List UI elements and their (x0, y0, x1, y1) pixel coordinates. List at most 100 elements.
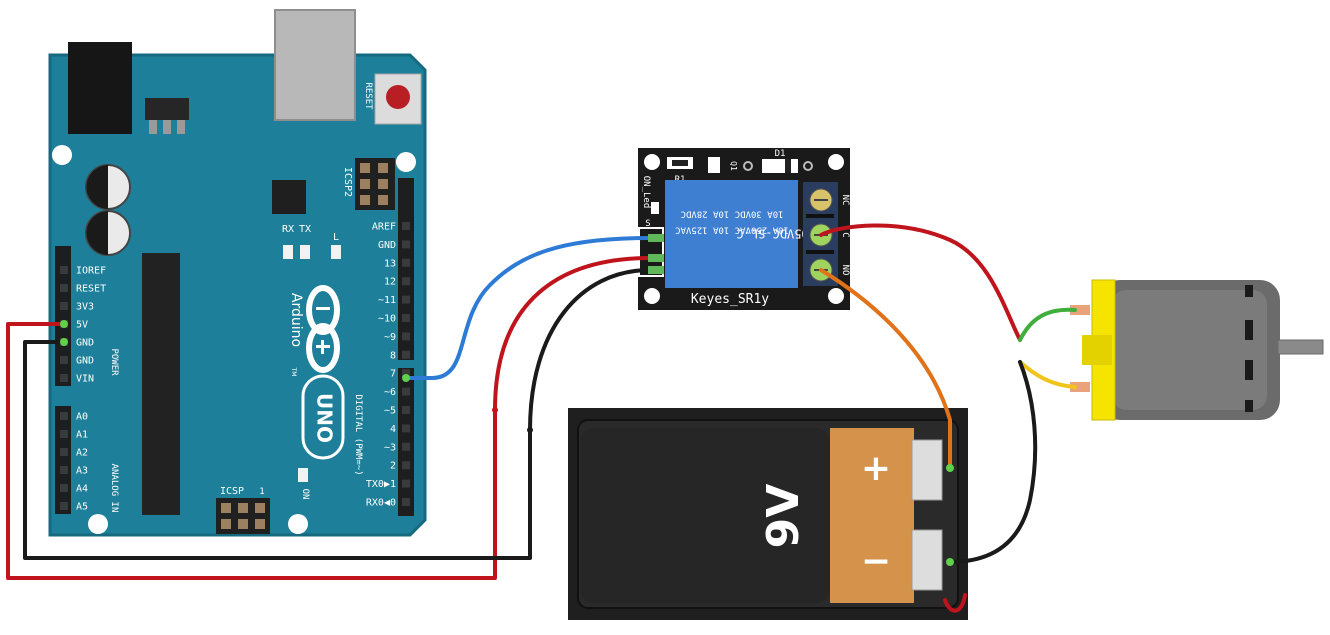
header-pin (402, 350, 410, 359)
tx-label: TX (299, 224, 311, 235)
pin-label: GND (378, 240, 396, 251)
no-label: NO (840, 265, 850, 276)
pin-label: 4 (390, 424, 396, 435)
battery-minus-label: − (861, 541, 891, 582)
pin-label: 13 (384, 258, 396, 269)
icsp2-label: ICSP2 (342, 167, 353, 197)
signal-pin-label: S (645, 219, 650, 229)
pin-label: 3V3 (76, 302, 94, 313)
header-pin (60, 502, 68, 510)
mounting-hole (288, 514, 308, 534)
relay-mount-hole (828, 288, 844, 304)
header-pin (60, 484, 68, 492)
header-pin (60, 302, 68, 310)
relay-module: R1 Q1 D1 SRD-05VDC-SL-C 10A 30VDC 10A 28… (638, 148, 850, 310)
header-pin (60, 284, 68, 292)
pin-gnd-connection (60, 338, 68, 346)
rx-led (283, 245, 293, 259)
pin-label: IOREF (76, 266, 106, 277)
uno-badge (301, 374, 345, 460)
pin-label: A2 (76, 448, 88, 459)
header-pin (402, 222, 410, 230)
header-pin (402, 277, 410, 286)
mounting-hole (88, 514, 108, 534)
pin-label: ~3 (384, 442, 396, 453)
rx-label: RX (282, 224, 294, 235)
c-label: C (840, 232, 850, 237)
reset-button-cap[interactable] (386, 85, 410, 109)
relay-mount-hole (644, 288, 660, 304)
pin-5v-connection (60, 320, 68, 328)
header-pin (60, 430, 68, 438)
pin-label: GND (76, 338, 94, 349)
header-pin (402, 461, 410, 470)
wire-motor-green (1018, 307, 1077, 342)
icsp-header (216, 498, 270, 534)
wire-relay-c-red (819, 223, 1022, 342)
header-pin (402, 295, 410, 304)
arduino-infinity-logo (306, 285, 340, 373)
header-pin (60, 374, 68, 382)
pin-label: ~11 (378, 295, 396, 306)
relay-on-led (651, 202, 659, 214)
nc-label: NC (840, 195, 850, 206)
uno-label: UNO (313, 393, 337, 443)
battery-plus-label: + (861, 448, 891, 489)
wire-battery-red-lead (943, 593, 967, 613)
power-label: POWER (109, 348, 119, 376)
dc-motor (1070, 279, 1324, 421)
battery-orange-section (830, 428, 914, 603)
header-pin (402, 442, 410, 451)
mounting-hole (52, 145, 72, 165)
battery-voltage-label: 9V (758, 484, 809, 549)
pin-label: GND (76, 356, 94, 367)
l-led (331, 245, 341, 259)
battery-minus-connection (946, 558, 954, 566)
wire-motor-yellow (1018, 360, 1077, 389)
power-header (55, 246, 71, 386)
pin-label: 12 (384, 277, 396, 288)
digital-label: DIGITAL (PWM=~) (353, 394, 363, 475)
battery-plus-terminal (911, 439, 943, 501)
relay-spec-line2: 10A 250VAC 10A 125VAC (675, 225, 789, 235)
pin-label: A3 (76, 466, 88, 477)
pin-label: RX0◀0 (366, 498, 396, 509)
pin-label: TX0▶1 (366, 479, 396, 490)
header-pin (402, 406, 410, 414)
usb-connector-top (274, 9, 356, 121)
transistor-q1 (708, 157, 720, 173)
pin-label: ~10 (378, 314, 396, 325)
battery-black-section (580, 428, 830, 603)
header-pin (402, 332, 410, 341)
arduino-brand-label: Arduino (288, 293, 304, 347)
relay-mount-hole (828, 154, 844, 170)
header-pin (60, 448, 68, 456)
atmega-chip (142, 253, 180, 515)
wire-gnd-black (23, 268, 652, 560)
tx-led (300, 245, 310, 259)
icsp-pin1-label: 1 (259, 487, 264, 497)
pin-label: VIN (76, 374, 94, 385)
pin-label: 7 (390, 369, 396, 380)
pin-label: A0 (76, 412, 88, 423)
gnd-pin-label: - (645, 292, 651, 303)
header-pin (402, 240, 410, 249)
d1-label: D1 (775, 149, 786, 159)
header-pin (402, 498, 410, 506)
icsp-label: ICSP (220, 486, 244, 497)
wire-relay-no-orange (819, 268, 952, 470)
pin-label: AREF (372, 222, 396, 233)
battery-plus-connection (946, 464, 954, 472)
pin-label: A5 (76, 502, 88, 513)
battery-holder: + − 9V (568, 408, 968, 620)
dc-power-jack (68, 42, 132, 134)
wire-battery-minus-black (948, 360, 1038, 564)
on-led-label: ON_Led (641, 176, 651, 209)
pin-label: A4 (76, 484, 88, 495)
motor-terminal-top (1070, 305, 1090, 315)
header-pin (402, 387, 410, 396)
pin-label: 2 (390, 461, 396, 472)
pin-label: ~5 (384, 406, 396, 417)
